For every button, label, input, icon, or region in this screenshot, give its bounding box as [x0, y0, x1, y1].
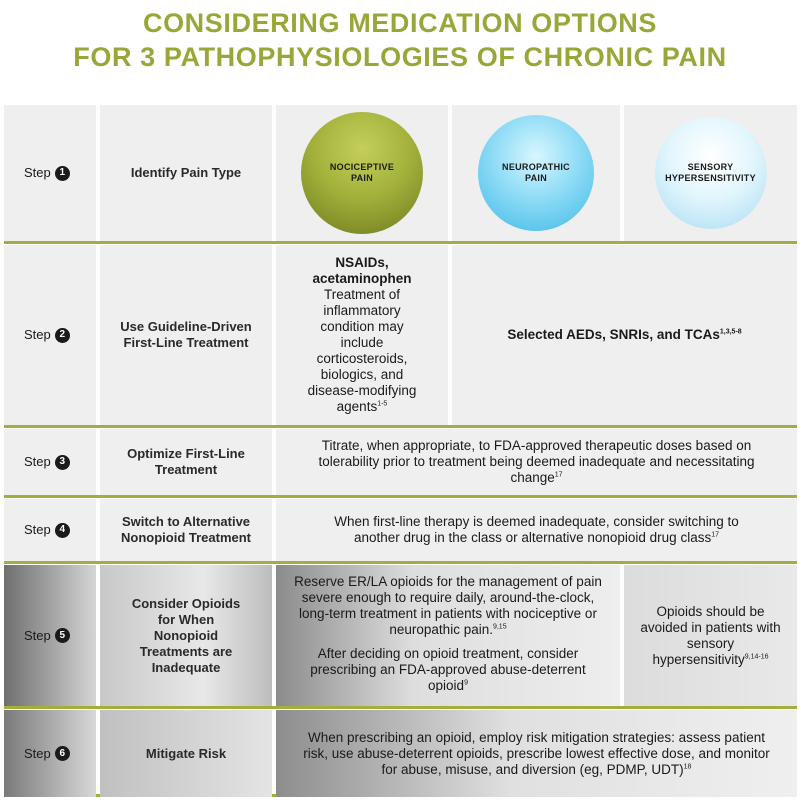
title-line-1: CONSIDERING MEDICATION OPTIONS [142, 8, 658, 38]
reference: 9,14-16 [744, 653, 769, 660]
step-task: Consider Opioids for When Nonopioid Trea… [100, 565, 272, 706]
nociceptive-pain-circle: NOCICEPTIVE PAIN [301, 112, 423, 234]
sensory-hypersensitivity-circle: SENSORY HYPERSENSITIVITY [654, 117, 767, 229]
step-label: Step 6 [4, 710, 96, 797]
table-row-step-4: Step 4 Switch to Alternative Nonopioid T… [4, 499, 797, 561]
step-task: Optimize First-Line Treatment [100, 429, 272, 495]
step-task: Mitigate Risk [100, 710, 272, 797]
reference: 1-5 [377, 400, 388, 408]
step-number-badge: 6 [54, 746, 70, 761]
row-separator [4, 425, 797, 428]
step-word: Step [24, 522, 51, 537]
table-row-step-2: Step 2 Use Guideline-Driven First-Line T… [4, 245, 797, 425]
treatment-table: Step 1 Identify Pain Type NOCICEPTIVE PA… [4, 105, 797, 797]
row-separator [4, 241, 797, 244]
opioid-paragraph-1: Reserve ER/LA opioids for the management… [294, 573, 602, 637]
step-description: When first-line therapy is deemed inadeq… [276, 499, 797, 561]
step-number-badge: 5 [54, 628, 70, 643]
step-word: Step [24, 454, 51, 469]
reference: 1,3,5-8 [719, 328, 742, 336]
sensory-cell: SENSORY HYPERSENSITIVITY [624, 105, 797, 241]
nociceptive-notes: Treatment of inflammatory condition may … [307, 287, 417, 414]
opioid-paragraph-2: After deciding on opioid treatment, cons… [310, 645, 586, 693]
reference: 9 [464, 679, 468, 686]
step-word: Step [24, 745, 51, 761]
table-row-step-1: Step 1 Identify Pain Type NOCICEPTIVE PA… [4, 105, 797, 241]
step-task: Use Guideline-Driven First-Line Treatmen… [100, 245, 272, 425]
row-separator [4, 561, 797, 564]
step-description: Titrate, when appropriate, to FDA-approv… [276, 429, 797, 495]
circle-label: SENSORY HYPERSENSITIVITY [665, 162, 756, 183]
title-line-2: FOR 3 PATHOPHYSIOLOGIES OF CHRONIC PAIN [73, 42, 727, 72]
step-description: When prescribing an opioid, employ risk … [276, 710, 797, 797]
step-word: Step [24, 627, 51, 643]
step-label: Step 3 [4, 429, 96, 495]
step-task: Identify Pain Type [100, 105, 272, 241]
opioid-guidance: Reserve ER/LA opioids for the management… [276, 565, 620, 706]
neuropathic-sensory-treatment: Selected AEDs, SNRIs, and TCAs1,3,5-8 [452, 245, 797, 425]
circle-label: NOCICEPTIVE PAIN [329, 162, 395, 183]
page-title: CONSIDERING MEDICATION OPTIONS FOR 3 PAT… [0, 6, 800, 74]
table-row-step-3: Step 3 Optimize First-Line Treatment Tit… [4, 429, 797, 495]
reference: 17 [711, 531, 719, 539]
nociceptive-treatment: NSAIDs, acetaminophen Treatment of infla… [276, 245, 448, 425]
step-word: Step [24, 165, 51, 180]
step-word: Step [24, 327, 51, 342]
neuropathic-pain-circle: NEUROPATHIC PAIN [478, 115, 594, 231]
row-separator [4, 706, 797, 709]
step-label: Step 1 [4, 105, 96, 241]
table-row-step-6: Step 6 Mitigate Risk When prescribing an… [4, 710, 797, 797]
neuro-drugs: Selected AEDs, SNRIs, and TCAs [507, 327, 720, 342]
sensory-opioid-note: Opioids should be avoided in patients wi… [624, 565, 797, 706]
step-number-badge: 2 [54, 327, 70, 343]
step-label: Step 2 [4, 245, 96, 425]
table-row-step-5: Step 5 Consider Opioids for When Nonopio… [4, 565, 797, 706]
step-number-badge: 1 [54, 165, 70, 181]
row-separator [4, 495, 797, 498]
step-label: Step 5 [4, 565, 96, 706]
step-number-badge: 3 [54, 454, 70, 470]
step-task: Switch to Alternative Nonopioid Treatmen… [100, 499, 272, 561]
reference: 17 [554, 471, 563, 479]
step-number-badge: 4 [54, 522, 70, 538]
neuropathic-cell: NEUROPATHIC PAIN [452, 105, 620, 241]
nociceptive-cell: NOCICEPTIVE PAIN [276, 105, 448, 241]
reference: 9,15 [492, 623, 507, 630]
reference: 18 [683, 763, 692, 770]
nociceptive-drugs: NSAIDs, acetaminophen [312, 255, 412, 286]
circle-label: NEUROPATHIC PAIN [502, 162, 570, 183]
step-label: Step 4 [4, 499, 96, 561]
